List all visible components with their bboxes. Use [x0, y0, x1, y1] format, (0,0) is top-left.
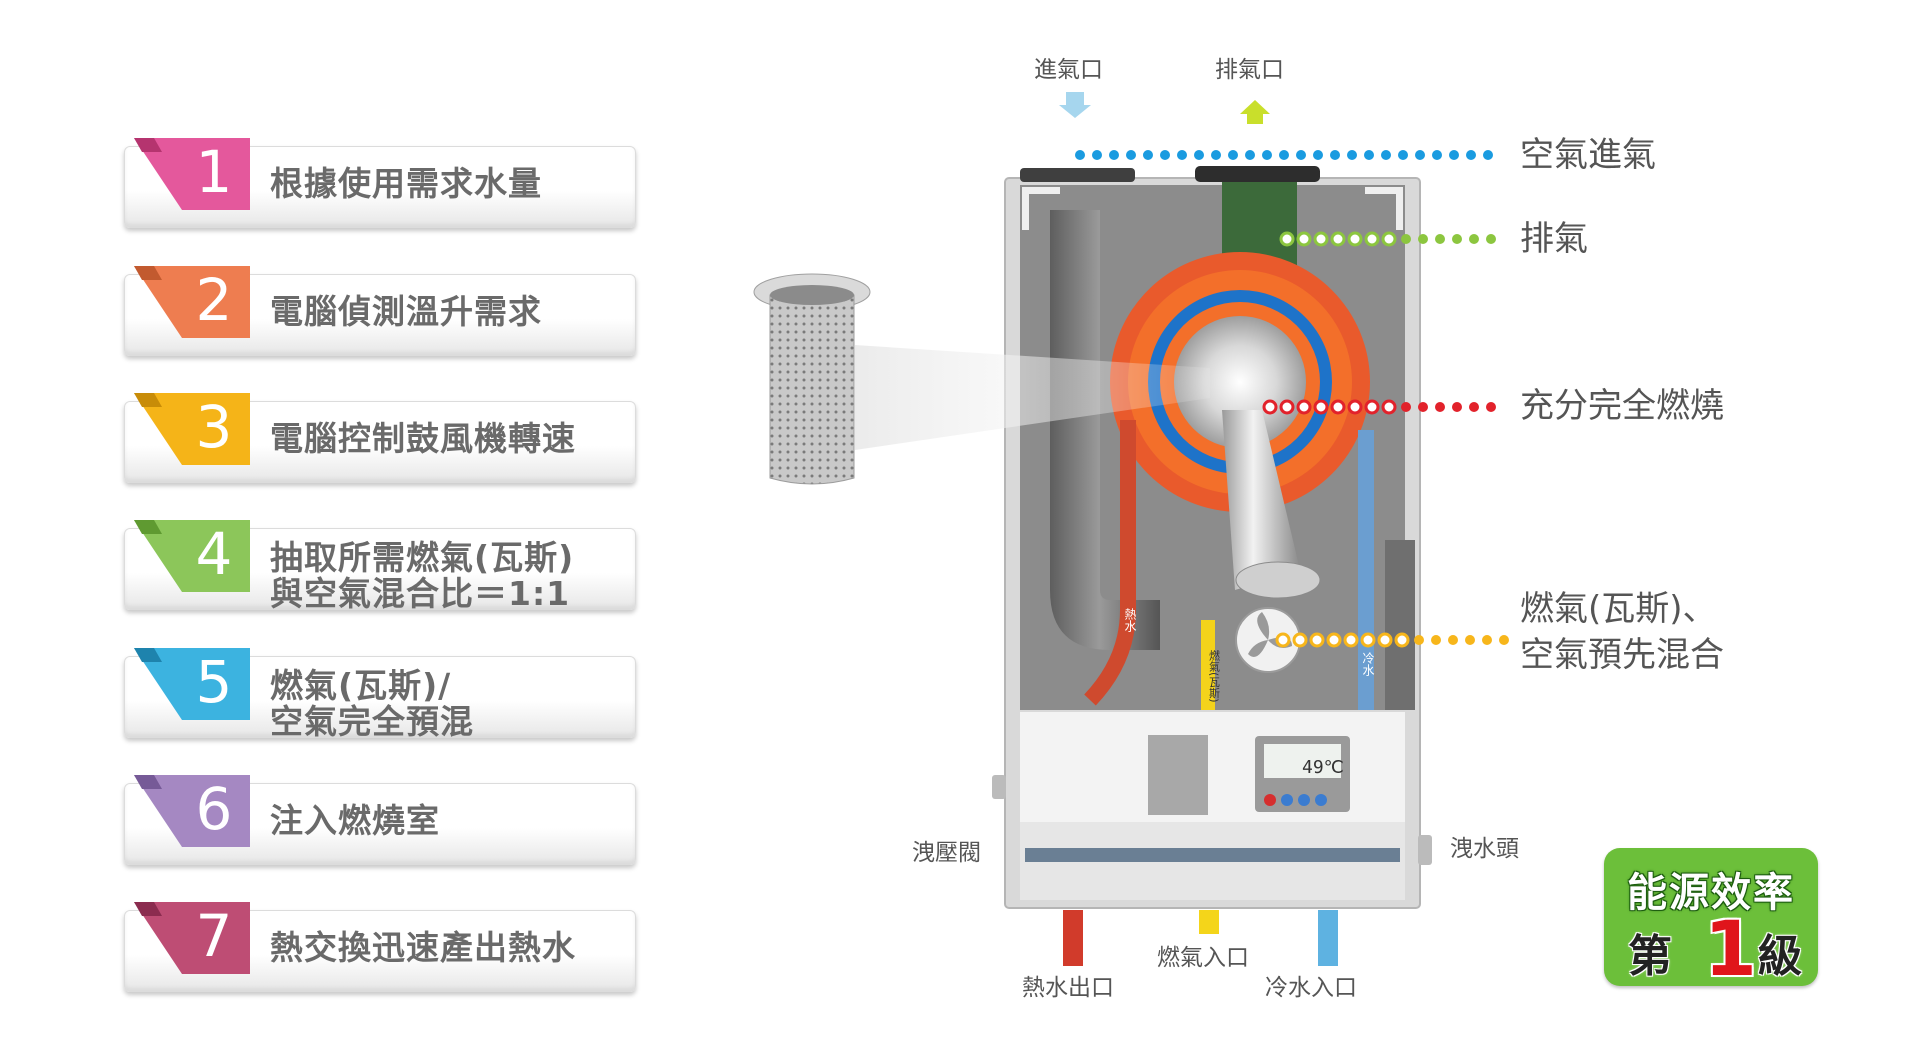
- control-button-r[interactable]: [1264, 794, 1276, 806]
- intake-top-label: 進氣口: [1034, 57, 1103, 83]
- pipe-label-hot: 熱水: [1123, 608, 1137, 632]
- control-button-down[interactable]: [1315, 794, 1327, 806]
- step-6-ribbon: [134, 775, 250, 847]
- badge-prefix: 第: [1628, 931, 1672, 982]
- annotation-combustion: 充分完全燃燒: [1520, 386, 1724, 426]
- step-3-ribbon: [134, 393, 250, 465]
- control-display: [1264, 744, 1341, 778]
- display-temperature: 49℃: [1302, 757, 1344, 778]
- step-2-label: 電腦偵測溫升需求: [270, 292, 542, 331]
- exhaust-arrow-icon: [1240, 100, 1270, 124]
- step-7: 7 熱交換迅速產出熱水: [124, 902, 636, 992]
- step-4: 4 抽取所需燃氣(瓦斯) 與空氣混合比＝1:1: [124, 520, 636, 612]
- badge-grade-number: 1: [1704, 904, 1757, 993]
- step-7-label: 熱交換迅速產出熱水: [270, 928, 576, 967]
- hot-water-pipe: [1084, 420, 1136, 706]
- annotation-premix-line1: 燃氣(瓦斯)、: [1520, 589, 1717, 629]
- annotation-exhaust: 排氣: [1520, 219, 1588, 259]
- step-2-number: 2: [195, 266, 233, 334]
- step-4-ribbon: [134, 520, 250, 592]
- premix-dots: [1275, 632, 1509, 648]
- badge-suffix: 級: [1758, 931, 1802, 982]
- pipe-label-cold: 冷水: [1361, 652, 1375, 676]
- annotation-air-intake: 空氣進氣: [1520, 135, 1656, 175]
- step-5-number: 5: [195, 648, 233, 716]
- step-6-number: 6: [195, 775, 233, 843]
- step-5: 5 燃氣(瓦斯)/ 空氣完全預混: [124, 648, 636, 740]
- step-3-label: 電腦控制鼓風機轉速: [270, 419, 576, 458]
- exhaust-top-label: 排氣口: [1215, 57, 1284, 83]
- cold-water-inlet-label: 冷水入口: [1265, 975, 1357, 1001]
- annotation-premix-line2: 空氣預先混合: [1520, 635, 1724, 675]
- valve-block: [1148, 735, 1208, 815]
- hot-water-outlet-label: 熱水出口: [1022, 975, 1114, 1001]
- step-7-number: 7: [195, 902, 233, 970]
- step-6-label: 注入燃燒室: [270, 801, 440, 840]
- step-6: 6 注入燃燒室: [124, 775, 636, 865]
- pipe-label-gas: 燃氣(瓦斯): [1208, 649, 1221, 703]
- step-2-ribbon: [134, 266, 250, 338]
- step-1-number: 1: [195, 138, 233, 206]
- step-5-ribbon: [134, 648, 250, 720]
- step-4-label-line1: 抽取所需燃氣(瓦斯): [270, 538, 575, 577]
- drain-head-label: 洩水頭: [1450, 836, 1519, 862]
- step-4-label-line2: 與空氣混合比＝1:1: [270, 574, 571, 613]
- burner-cylinder-illustration: [753, 273, 871, 485]
- step-4-label: 抽取所需燃氣(瓦斯) 與空氣混合比＝1:1: [270, 540, 574, 612]
- control-button-p[interactable]: [1281, 794, 1293, 806]
- air-intake-dots: [1075, 150, 1493, 160]
- relief-valve-label: 洩壓閥: [912, 840, 981, 866]
- gas-inlet-label: 燃氣入口: [1157, 945, 1249, 971]
- combustion-dots: [1262, 399, 1496, 415]
- step-5-label-line1: 燃氣(瓦斯)/: [270, 666, 452, 705]
- step-3: 3 電腦控制鼓風機轉速: [124, 393, 636, 483]
- exhaust-dots: [1279, 231, 1496, 247]
- energy-efficiency-badge: 能源效率 第 1 級: [1604, 848, 1818, 993]
- step-4-number: 4: [195, 520, 233, 588]
- intake-arrow-icon: [1059, 92, 1091, 118]
- step-5-label: 燃氣(瓦斯)/ 空氣完全預混: [270, 668, 474, 740]
- step-5-label-line2: 空氣完全預混: [270, 702, 474, 741]
- step-7-ribbon: [134, 902, 250, 974]
- step-1: 1 根據使用需求水量: [124, 138, 636, 228]
- step-1-ribbon: [134, 138, 250, 210]
- step-2: 2 電腦偵測溫升需求: [124, 266, 636, 356]
- badge-title: 能源效率: [1627, 870, 1795, 916]
- burner-core: [1174, 316, 1306, 448]
- step-1-label: 根據使用需求水量: [270, 164, 542, 203]
- control-button-up[interactable]: [1298, 794, 1310, 806]
- step-3-number: 3: [195, 393, 233, 461]
